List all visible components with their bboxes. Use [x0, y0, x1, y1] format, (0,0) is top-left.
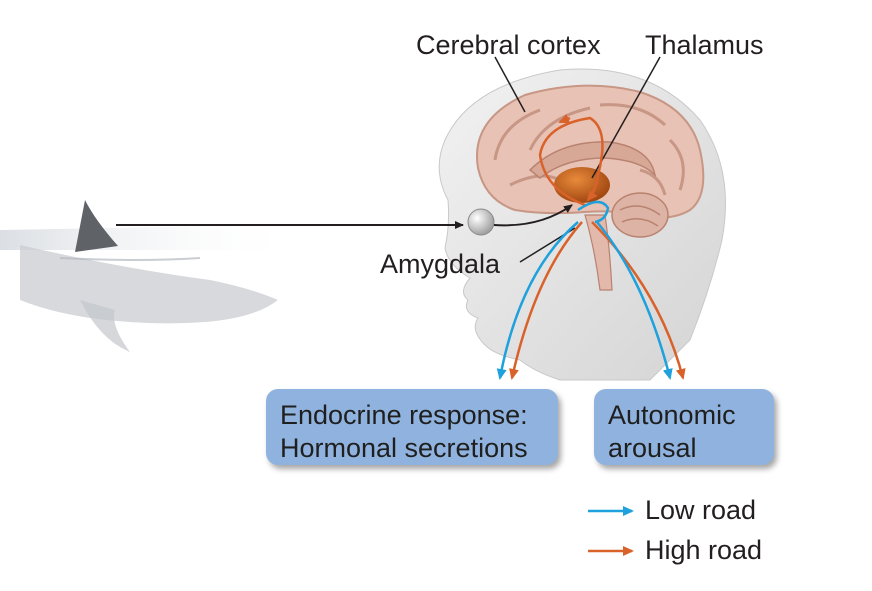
eye-to-thalamus-arrow	[493, 204, 573, 227]
legend-high-road: High road	[645, 537, 762, 564]
autonomic-line-1: Autonomic	[608, 400, 736, 430]
endocrine-response-box: Endocrine response: Hormonal secretions	[266, 389, 558, 465]
thalamus-shape	[554, 167, 610, 203]
legend-low-road: Low road	[645, 497, 756, 524]
endocrine-line-1: Endocrine response:	[280, 400, 528, 430]
endocrine-line-2: Hormonal secretions	[280, 433, 528, 463]
autonomic-line-2: arousal	[608, 433, 697, 463]
thalamus-label: Thalamus	[645, 30, 764, 60]
high-road-paths	[509, 114, 686, 380]
amygdala-label: Amygdala	[380, 249, 501, 279]
cortex-leader-line	[494, 56, 526, 113]
eye-sphere	[467, 208, 495, 236]
cerebral-cortex-label: Cerebral cortex	[416, 30, 601, 60]
legend-high-road-label: High road	[645, 535, 763, 565]
brain-cross-section	[476, 84, 705, 291]
thalamus-leader-line	[591, 56, 661, 179]
shark-illustration	[0, 200, 300, 352]
autonomic-arousal-box: Autonomic arousal	[594, 389, 774, 465]
low-road-paths	[496, 200, 673, 380]
legend-low-road-label: Low road	[645, 495, 757, 525]
